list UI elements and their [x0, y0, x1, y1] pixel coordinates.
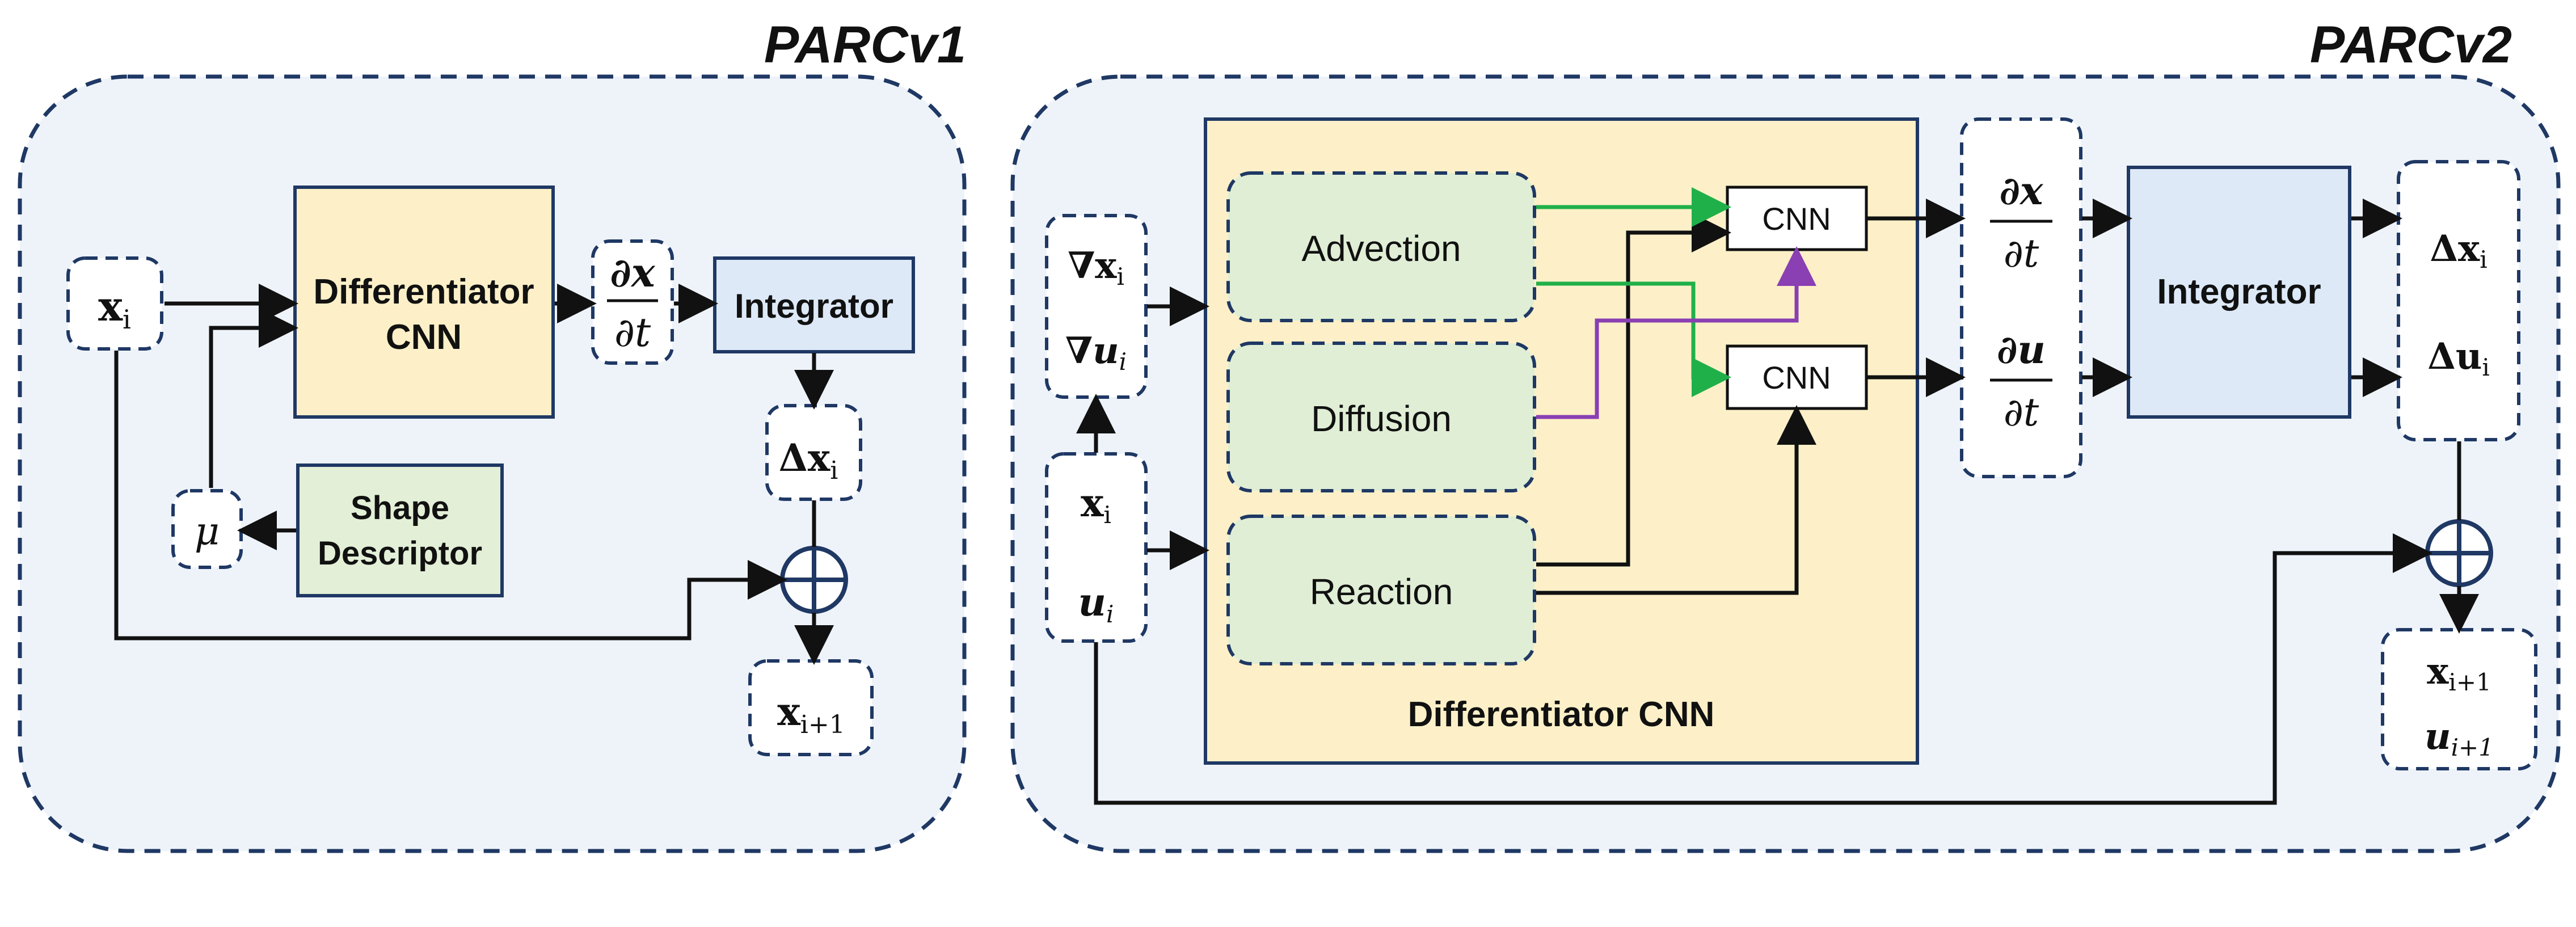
parcv1-shape-descriptor-line1: Shape	[351, 490, 449, 526]
parcv1-input-box	[66, 256, 163, 351]
parcv2-delta-box	[2397, 160, 2520, 441]
parcv2-cnn-top-label: CNN	[1762, 201, 1831, 237]
parcv2-input-box	[1045, 452, 1148, 643]
parcv2-deriv-u-num: ∂u	[1997, 327, 2046, 373]
parcv2-diffusion-label: Diffusion	[1311, 398, 1452, 439]
parcv1-integrator-label: Integrator	[735, 287, 893, 325]
parcv2-output-box	[2381, 628, 2537, 770]
parcv2-input-u-label: ui	[1078, 580, 1114, 628]
parcv2-title: PARCv2	[2310, 16, 2512, 74]
parcv2-advection-label: Advection	[1301, 228, 1461, 269]
parcv1-output-label: xi+1	[777, 689, 845, 739]
parcv1-delta-label: Δxi	[779, 436, 838, 485]
parcv2-diffusion-box	[1226, 342, 1536, 492]
parcv2-output-u-label: ui+1	[2425, 715, 2494, 761]
parcv2-arrow-reaction-to-cnn-top	[1536, 213, 1731, 567]
parcv2-arrow-skip-to-sum	[1094, 533, 2432, 805]
parcv1-derivative-num: ∂x	[610, 249, 655, 296]
parcv2-advection-box	[1226, 171, 1536, 322]
parcv1-arrow-mu-to-differentiator	[209, 308, 298, 488]
parcv1-panel: PARCv1 xi Differentiator CNN ∂x ∂t Integ…	[18, 16, 967, 853]
parcv2-integrator-label: Integrator	[2157, 272, 2321, 311]
parcv2-deriv-x-num: ∂x	[2000, 168, 2044, 214]
parcv1-output-box	[748, 659, 874, 756]
parcv2-arrow-reaction-to-cnn-bottom	[1536, 405, 1816, 595]
parcv1-shape-descriptor-line2: Descriptor	[318, 535, 482, 572]
parcv1-arrow-skip-to-sum	[114, 351, 787, 641]
parcv1-mu-label: μ	[195, 509, 220, 554]
parcv2-deriv-u-den: ∂t	[2004, 390, 2039, 435]
parcv2-delta-u-label: Δui	[2427, 335, 2490, 381]
parcv2-cnn-bottom-label: CNN	[1762, 360, 1831, 395]
parcv1-shape-descriptor-box	[296, 464, 504, 597]
parcv1-input-label: xi	[98, 282, 131, 335]
parcv2-derivative-box	[1960, 117, 2082, 478]
parcv2-differentiator-label: Differentiator CNN	[1408, 695, 1715, 734]
parcv2-reaction-box	[1226, 515, 1536, 665]
parcv1-derivative-den: ∂t	[614, 309, 651, 356]
parcv2-integrator-box	[2127, 166, 2351, 419]
parcv2-output-x-label: xi+1	[2427, 650, 2491, 696]
parcv2-grad-u-label: ∇ui	[1065, 330, 1127, 376]
parcv2-sum-node	[2425, 519, 2493, 587]
parcv2-gradient-box	[1045, 214, 1148, 399]
parcv2-grad-x-label: ∇xi	[1068, 245, 1124, 290]
parcv1-title: PARCv1	[764, 16, 966, 74]
parcv1-differentiator-line1: Differentiator	[313, 272, 534, 311]
parcv1-differentiator-line2: CNN	[386, 318, 462, 357]
parcv2-input-x-label: xi	[1081, 481, 1111, 529]
parcv2-deriv-x-den: ∂t	[2004, 231, 2039, 276]
parcv2-arrow-advection-to-cnn-bottom	[1536, 281, 1731, 397]
parcv2-arrow-diffusion-to-cnn-top	[1536, 246, 1816, 419]
parcv2-delta-x-label: Δxi	[2430, 227, 2487, 273]
parcv2-reaction-label: Reaction	[1310, 571, 1453, 612]
parcv1-sum-node	[780, 546, 848, 614]
parcv2-panel: PARCv2 ∇xi ∇ui xi ui Differentiator CNN …	[1010, 16, 2561, 853]
